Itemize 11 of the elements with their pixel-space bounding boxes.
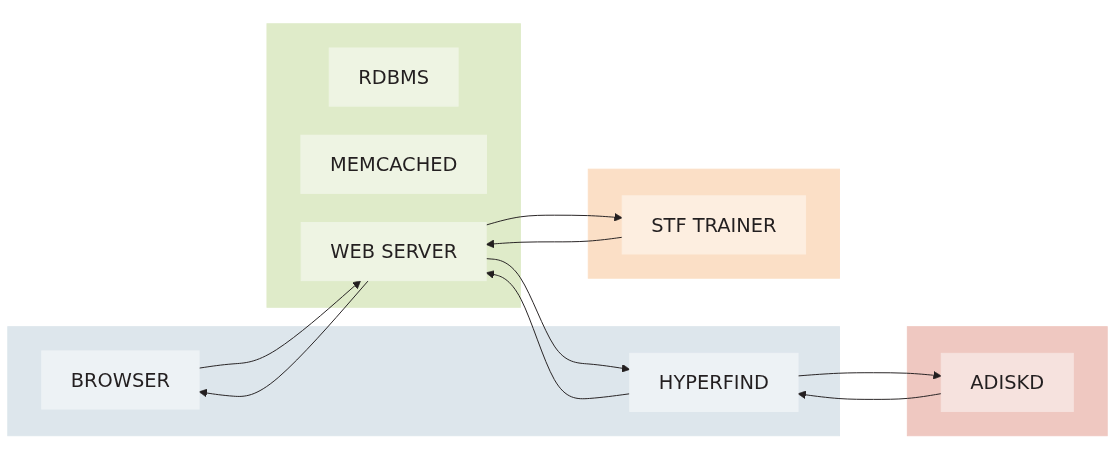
node-box: ADISKD: [940, 352, 1074, 412]
node-box: MEMCACHED: [300, 134, 487, 194]
cluster: [906, 325, 1108, 436]
node-box: BROWSER: [41, 350, 200, 410]
node-box: HYPERFIND: [629, 352, 799, 412]
cluster: [266, 23, 521, 308]
cluster: [7, 325, 840, 436]
cluster: [587, 168, 840, 279]
node-box: STF TRAINER: [621, 195, 807, 255]
node-box: RDBMS: [328, 47, 459, 107]
node-box: WEB SERVER: [300, 221, 487, 281]
